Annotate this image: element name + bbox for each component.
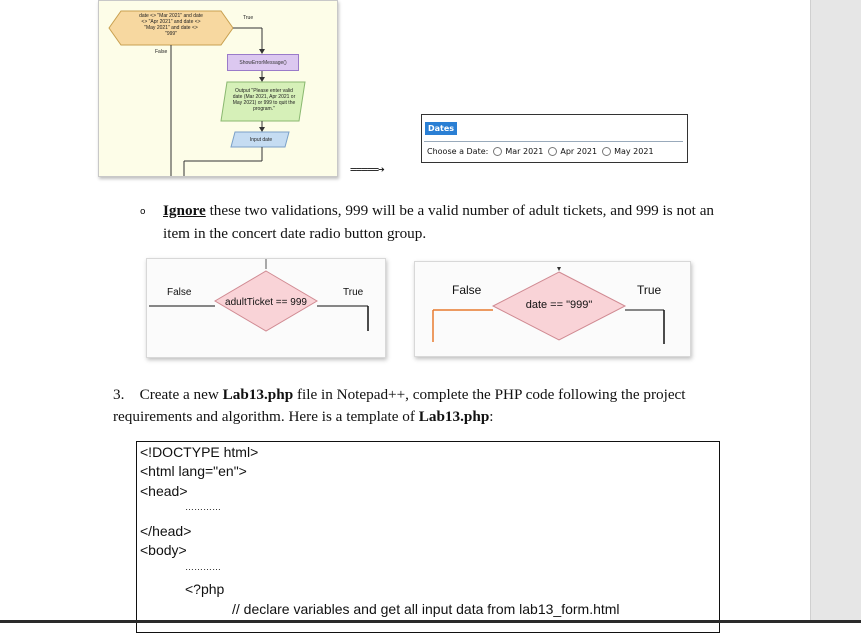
output-shape (220, 81, 306, 122)
ignore-emphasis: Ignore (163, 202, 206, 219)
condition-text: date == "999" (525, 299, 593, 311)
diamond-right-lines (432, 267, 665, 344)
dates-fieldset: Dates Choose a Date: Mar 2021 Apr 2021 M… (421, 114, 688, 163)
code-line: ………… (185, 502, 221, 512)
code-line: <body> (140, 542, 187, 558)
condition-text: adultTicket == 999 (225, 297, 307, 308)
radio-mar-2021[interactable] (493, 147, 503, 156)
flowchart-image: date <> "Mar 2021" and date <> "Apr 2021… (98, 0, 338, 177)
call-shape: ShowErrorMessage() (227, 54, 299, 71)
diamond-panel-date: False True date == "999" (414, 261, 691, 357)
arrow-text: =====➔ (350, 163, 385, 176)
input-text: Input date (249, 137, 273, 143)
bullet-marker: o (140, 207, 146, 217)
page-bottom-border (0, 620, 861, 623)
false-label: False (167, 287, 192, 298)
file-name: Lab13.php (222, 386, 294, 403)
radio-label-apr: Apr 2021 (560, 147, 598, 156)
file-name-2: Lab13.php (418, 408, 490, 425)
radio-label-may: May 2021 (614, 147, 654, 156)
step-number: 3. (113, 386, 125, 403)
flowchart-lines (108, 10, 306, 176)
false-label: False (452, 283, 482, 297)
code-line: ………… (185, 562, 221, 572)
flowchart-false-label: False (155, 49, 168, 55)
decision-text: date <> "Mar 2021" and date <> "Apr 2021… (139, 13, 203, 37)
radio-may-2021[interactable] (602, 147, 612, 156)
code-line: <!DOCTYPE html> (140, 444, 259, 460)
output-text: Output "Please enter valid date (Mar 202… (232, 88, 296, 112)
bullet-paragraph: Ignore these two validations, 999 will b… (163, 202, 715, 242)
flowchart-true-label: True (243, 15, 254, 21)
dates-legend: Dates (425, 122, 458, 135)
input-shape (230, 131, 290, 148)
decision-diamond (491, 271, 627, 341)
code-line: </head> (140, 523, 192, 539)
scrollbar-gutter (810, 0, 861, 623)
true-label: True (637, 283, 662, 297)
step-3-paragraph: 3. Create a new Lab13.php file in Notepa… (113, 386, 686, 425)
radio-apr-2021[interactable] (548, 147, 558, 156)
code-template-box: <!DOCTYPE html> <html lang="en"> <head> … (136, 441, 720, 633)
dates-radio-group: Choose a Date: Mar 2021 Apr 2021 May 202… (424, 141, 683, 159)
code-line: <html lang="en"> (140, 463, 247, 479)
decision-diamond (214, 270, 318, 332)
diamond-left-lines (149, 259, 369, 332)
radio-label-mar: Mar 2021 (505, 147, 544, 156)
code-line: // declare variables and get all input d… (232, 601, 620, 617)
dates-prompt: Choose a Date: (427, 147, 489, 156)
code-line: <head> (140, 483, 188, 499)
true-label: True (343, 287, 364, 298)
diamond-panel-adult-ticket: False True adultTicket == 999 (146, 258, 386, 358)
code-line: <?php (185, 581, 225, 597)
